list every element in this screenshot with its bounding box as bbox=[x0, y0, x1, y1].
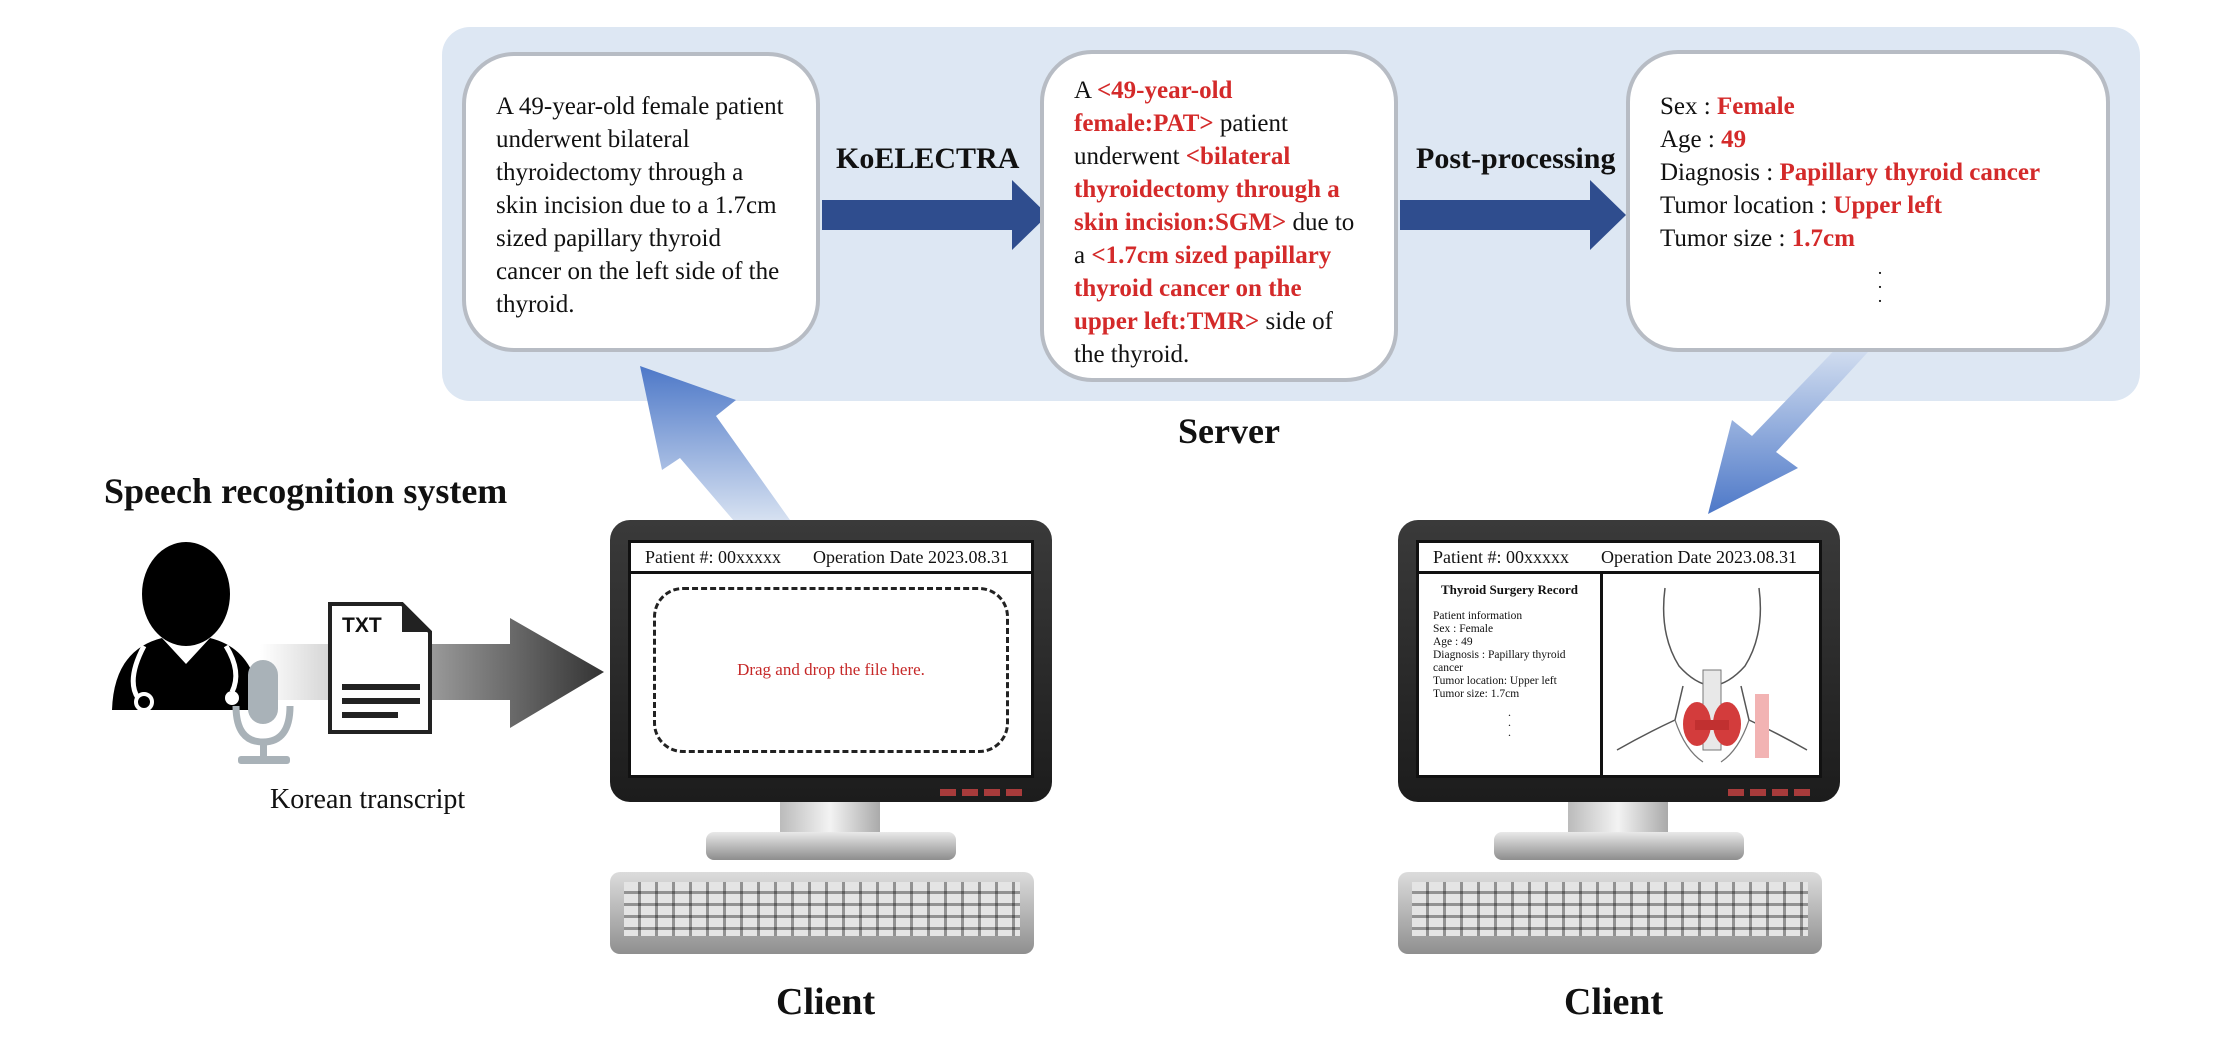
monitor-indicator-lights bbox=[940, 789, 1024, 796]
tagged-plain-4: side of the thyroid. bbox=[1074, 308, 1333, 368]
koelectra-label: KoELECTRA bbox=[836, 142, 1020, 175]
entity-sgm: <bilateral thyroidectomy through a skin … bbox=[1074, 143, 1340, 236]
right-client-label: Client bbox=[1564, 981, 1664, 1023]
left-monitor: Patient #: 00xxxxx Operation Date 2023.0… bbox=[610, 520, 1052, 802]
right-keyboard bbox=[1398, 872, 1822, 954]
field-key: Age : bbox=[1660, 126, 1722, 153]
doctor-icon bbox=[112, 542, 260, 712]
keyboard-keys bbox=[1412, 882, 1808, 936]
field-row: Tumor location : Upper left bbox=[1660, 189, 2078, 222]
left-client-label: Client bbox=[776, 981, 876, 1023]
record-line: cancer bbox=[1433, 662, 1463, 674]
right-screen-header: Patient #: 00xxxxx Operation Date 2023.0… bbox=[1419, 543, 1819, 574]
file-type-label: TXT bbox=[342, 614, 382, 637]
field-value: Papillary thyroid cancer bbox=[1779, 159, 2041, 186]
input-text: A 49-year-old female patient underwent b… bbox=[496, 93, 784, 318]
tagged-plain-1: A bbox=[1074, 77, 1097, 104]
postprocessing-arrow bbox=[1400, 180, 1626, 250]
left-keyboard bbox=[610, 872, 1034, 954]
field-row: Sex : Female bbox=[1660, 90, 2078, 123]
entity-pat: <49-year-old female:PAT> bbox=[1074, 77, 1233, 137]
file-drop-zone[interactable]: Drag and drop the file here. bbox=[653, 587, 1009, 753]
tagged-text-bubble: A <49-year-old female:PAT> patient under… bbox=[1040, 50, 1398, 382]
transcript-caption: Korean transcript bbox=[270, 784, 466, 815]
tagged-plain-2: patient underwent bbox=[1074, 110, 1288, 170]
record-line: Tumor size: 1.7cm bbox=[1433, 688, 1520, 700]
ellipsis-dots: ... bbox=[1877, 258, 1883, 306]
record-ellipsis: ... bbox=[1508, 705, 1511, 739]
structured-fields-bubble: Sex : Female Age : 49 Diagnosis : Papill… bbox=[1626, 50, 2110, 352]
surgery-record-panel: Thyroid Surgery Record Patient informati… bbox=[1419, 574, 1603, 775]
monitor-indicator-lights bbox=[1728, 789, 1812, 796]
upload-arrow bbox=[640, 366, 790, 528]
record-line: Tumor location: Upper left bbox=[1433, 675, 1557, 687]
left-monitor-base bbox=[706, 832, 956, 860]
file-outline-icon bbox=[328, 602, 432, 734]
record-line: Sex : Female bbox=[1433, 623, 1494, 635]
right-monitor: Patient #: 00xxxxx Operation Date 2023.0… bbox=[1398, 520, 1840, 802]
thyroid-anatomy-illustration bbox=[1616, 587, 1808, 763]
keyboard-keys bbox=[624, 882, 1020, 936]
koelectra-arrow bbox=[822, 180, 1048, 250]
field-key: Diagnosis : bbox=[1660, 159, 1780, 186]
operation-date: Operation Date 2023.08.31 bbox=[1601, 546, 1797, 567]
field-row: Age : 49 bbox=[1660, 123, 2078, 156]
record-title: Thyroid Surgery Record bbox=[1441, 582, 1578, 597]
download-arrow bbox=[1708, 336, 1868, 514]
operation-date: Operation Date 2023.08.31 bbox=[813, 546, 1009, 567]
field-row: Diagnosis : Papillary thyroid cancer bbox=[1660, 156, 2078, 189]
right-screen: Patient #: 00xxxxx Operation Date 2023.0… bbox=[1416, 540, 1822, 778]
field-key: Tumor location : bbox=[1660, 192, 1834, 219]
patient-id: Patient #: 00xxxxx bbox=[1433, 546, 1569, 567]
patient-id: Patient #: 00xxxxx bbox=[645, 546, 781, 567]
field-key: Tumor size : bbox=[1660, 225, 1792, 252]
record-line: Age : 49 bbox=[1433, 636, 1473, 648]
left-screen: Patient #: 00xxxxx Operation Date 2023.0… bbox=[628, 540, 1034, 778]
left-monitor-stand bbox=[780, 802, 880, 836]
field-value: 49 bbox=[1721, 126, 1747, 153]
input-text-bubble: A 49-year-old female patient underwent b… bbox=[462, 52, 820, 352]
field-value: Female bbox=[1716, 93, 1795, 120]
field-row: Tumor size : 1.7cm bbox=[1660, 222, 2078, 255]
speech-system-title: Speech recognition system bbox=[104, 471, 508, 511]
drop-zone-text: Drag and drop the file here. bbox=[737, 660, 925, 679]
entity-tmr: <1.7cm sized papillary thyroid cancer on… bbox=[1074, 242, 1332, 335]
postprocessing-label: Post-processing bbox=[1416, 142, 1616, 175]
right-monitor-base bbox=[1494, 832, 1744, 860]
right-monitor-stand bbox=[1568, 802, 1668, 836]
txt-file-icon: TXT bbox=[326, 600, 436, 736]
record-line: Diagnosis : Papillary thyroid bbox=[1433, 649, 1566, 661]
server-label: Server bbox=[1178, 411, 1280, 451]
field-key: Sex : bbox=[1660, 93, 1717, 120]
field-value: 1.7cm bbox=[1791, 225, 1855, 252]
field-value: Upper left bbox=[1833, 192, 1942, 219]
left-screen-header: Patient #: 00xxxxx Operation Date 2023.0… bbox=[631, 543, 1031, 574]
microphone-icon bbox=[232, 660, 294, 764]
tagged-plain-3: due to a bbox=[1074, 209, 1355, 269]
record-line: Patient information bbox=[1433, 610, 1523, 622]
